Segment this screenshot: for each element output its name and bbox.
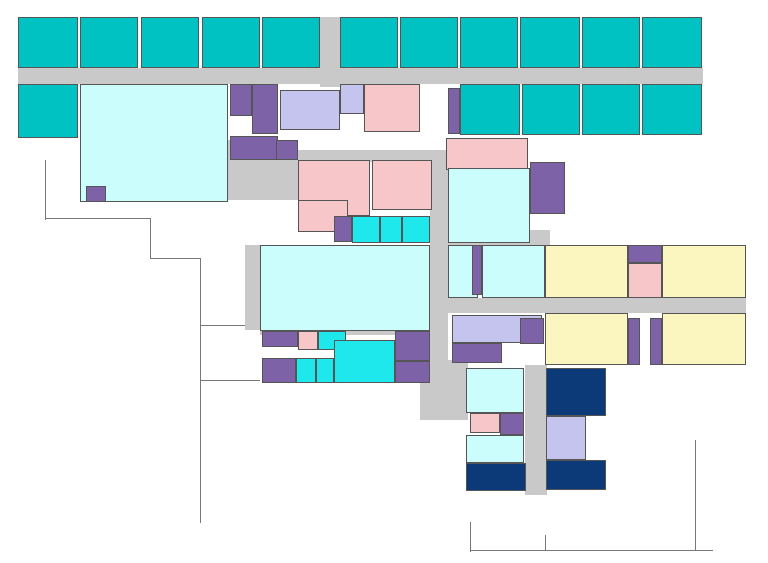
- site-line: [200, 325, 260, 326]
- site-line: [150, 218, 151, 258]
- music-room: [466, 368, 524, 413]
- media-room: [546, 460, 606, 490]
- specialty-room: [334, 340, 395, 383]
- support-room: [628, 245, 662, 263]
- classroom-pod: [202, 17, 260, 68]
- classroom-pod: [642, 17, 702, 68]
- office: [628, 263, 662, 298]
- support-room: [395, 361, 430, 383]
- site-line: [200, 380, 260, 381]
- classroom-pod: [520, 17, 580, 68]
- restroom: [340, 84, 364, 114]
- specialty-room: [402, 216, 430, 243]
- classroom-pod: [262, 17, 320, 68]
- classroom-pod: [141, 17, 199, 68]
- office: [298, 331, 318, 350]
- music-room: [466, 435, 524, 463]
- corridor: [430, 160, 448, 390]
- support-room: [395, 331, 430, 361]
- support-room: [262, 331, 298, 347]
- classroom-pod: [460, 17, 518, 68]
- specialty-room: [296, 358, 316, 383]
- gymnasium: [80, 84, 228, 202]
- site-line: [45, 160, 46, 220]
- support-room: [628, 318, 640, 365]
- specialty-room: [482, 245, 545, 298]
- classroom-pod: [18, 17, 78, 68]
- music-room: [448, 168, 530, 243]
- support-room: [262, 358, 296, 383]
- support-room: [252, 84, 278, 134]
- classroom-pod: [80, 17, 138, 68]
- support-room: [448, 88, 460, 134]
- classroom-pod: [642, 84, 702, 135]
- office: [446, 138, 528, 170]
- support-room: [520, 318, 544, 344]
- support-room: [452, 343, 502, 363]
- corridor: [320, 17, 340, 87]
- site-line: [200, 258, 201, 523]
- kindergarten-room: [545, 313, 628, 365]
- site-line: [470, 522, 471, 552]
- support-room: [276, 140, 298, 160]
- support-room: [230, 84, 252, 116]
- site-line: [695, 440, 696, 550]
- specialty-room: [316, 358, 334, 383]
- office: [470, 413, 500, 433]
- classroom-pod: [522, 84, 580, 135]
- support-room: [530, 162, 565, 214]
- media-room: [466, 463, 526, 491]
- corridor: [270, 150, 450, 162]
- corridor: [18, 68, 703, 84]
- kindergarten-room: [545, 245, 628, 298]
- site-line: [545, 550, 713, 551]
- corridor: [245, 245, 260, 330]
- office: [372, 160, 432, 210]
- support-room: [650, 318, 662, 365]
- site-line: [470, 550, 545, 551]
- classroom-pod: [582, 17, 640, 68]
- media-room: [546, 368, 606, 416]
- classroom-pod: [400, 17, 458, 68]
- site-line: [150, 258, 200, 259]
- corridor: [430, 298, 746, 313]
- restroom: [546, 416, 586, 460]
- support-room: [230, 136, 278, 160]
- support-room: [334, 216, 352, 242]
- classroom-pod: [18, 84, 78, 138]
- classroom-pod: [582, 84, 640, 135]
- restroom: [280, 90, 340, 130]
- site-line: [45, 218, 150, 219]
- storage-room: [86, 186, 106, 202]
- support-room: [472, 245, 482, 295]
- support-room: [500, 413, 524, 435]
- kindergarten-room: [662, 313, 746, 365]
- classroom-pod: [460, 84, 520, 135]
- site-line: [545, 535, 546, 550]
- corridor: [525, 365, 547, 495]
- gymnasium: [260, 245, 430, 331]
- kindergarten-room: [662, 245, 746, 298]
- office: [364, 84, 420, 132]
- specialty-room: [352, 216, 380, 243]
- specialty-room: [380, 216, 402, 243]
- classroom-pod: [340, 17, 398, 68]
